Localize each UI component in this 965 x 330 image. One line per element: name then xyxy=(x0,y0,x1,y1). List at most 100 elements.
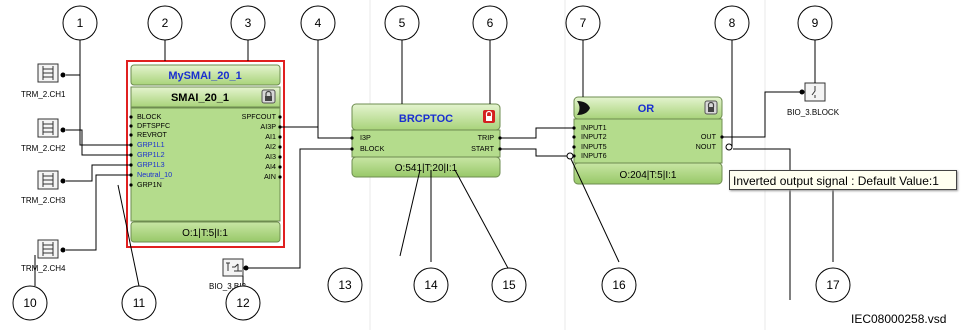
callout-2: 2 xyxy=(147,5,183,41)
document-id: IEC08000258.vsd xyxy=(851,312,947,326)
smai-input: GRP1L2 xyxy=(137,150,165,159)
svg-text:12: 12 xyxy=(236,296,250,310)
brcptoc-input: BLOCK xyxy=(360,144,385,153)
svg-text:4: 4 xyxy=(315,16,322,30)
svg-text:16: 16 xyxy=(612,278,626,292)
or-input: INPUT2 xyxy=(581,132,607,141)
binary-input-icon xyxy=(222,258,244,277)
smai-output: AIN xyxy=(264,172,276,181)
or-gate-icon xyxy=(577,101,590,115)
or-input: INPUT5 xyxy=(581,142,607,151)
smai-input: DFTSPFC xyxy=(137,121,170,130)
callouts: 1 2 3 4 5 6 7 8 9 10 11 12 13 14 15 16 1… xyxy=(12,5,851,321)
svg-text:11: 11 xyxy=(133,296,146,310)
or-output: OUT xyxy=(701,132,717,141)
trm-terminal[interactable]: TRM_2.CH3 xyxy=(21,170,66,205)
pin-tooltip: Inverted output signal : Default Value:1 xyxy=(729,170,957,190)
callout-11: 11 xyxy=(121,285,157,321)
brcptoc-output: TRIP xyxy=(478,133,495,142)
smai-input: GRP1N xyxy=(137,180,162,189)
lock-icon xyxy=(261,89,276,104)
callout-12: 12 xyxy=(225,285,261,321)
lock-icon xyxy=(704,100,718,115)
trm-terminal[interactable]: TRM_2.CH4 xyxy=(21,239,66,273)
callout-16: 16 xyxy=(601,267,637,303)
smai-input: GRP1L1 xyxy=(137,140,165,149)
callout-8: 8 xyxy=(714,5,750,41)
lock-icon xyxy=(483,110,495,123)
callout-9: 9 xyxy=(797,5,833,41)
callout-1: 1 xyxy=(62,5,98,41)
brcptoc-title: BRCPTOC xyxy=(399,113,453,125)
binary-output-icon xyxy=(804,82,826,102)
or-input: INPUT6 xyxy=(581,151,607,160)
callout-6: 6 xyxy=(472,5,508,41)
smai-output: AI3 xyxy=(265,152,276,161)
terminal-label: TRM_2.CH2 xyxy=(21,144,66,153)
svg-text:15: 15 xyxy=(502,278,516,292)
callout-4: 4 xyxy=(300,5,336,41)
smai-input: REVROT xyxy=(137,130,168,139)
terminal-label: BIO_3.BI2 xyxy=(209,282,246,291)
smai-input: BLOCK xyxy=(137,112,162,121)
leader-lines xyxy=(34,40,834,287)
callout-17: 17 xyxy=(815,267,851,303)
brcptoc-output: START xyxy=(471,144,495,153)
svg-text:8: 8 xyxy=(729,16,736,30)
smai-output: AI2 xyxy=(265,142,276,151)
terminal-icon xyxy=(37,170,59,190)
terminal-label: TRM_2.CH4 xyxy=(21,264,66,273)
smai-footer: O:1|T:5|I:1 xyxy=(182,228,228,239)
trm-terminal[interactable]: TRM_2.CH1 xyxy=(21,63,66,99)
smai-output: AI1 xyxy=(265,132,276,141)
bi2-terminal[interactable]: BIO_3.BI2 xyxy=(209,258,249,291)
smai-output: SPFCOUT xyxy=(242,112,277,121)
svg-text:13: 13 xyxy=(338,278,352,292)
brcptoc-input: I3P xyxy=(360,133,371,142)
smai-type-name: SMAI_20_1 xyxy=(171,92,229,104)
svg-text:3: 3 xyxy=(245,16,252,30)
or-block[interactable]: OR O:204|T:5|I:1 INPUT1 INPUT2 INPUT5 IN… xyxy=(572,96,724,185)
smai-instance-name: MySMAI_20_1 xyxy=(168,70,241,82)
callout-10: 10 xyxy=(12,285,48,321)
svg-text:6: 6 xyxy=(487,16,494,30)
smai-inputs: BLOCK DFTSPFC REVROT GRP1L1 GRP1L2 GRP1L… xyxy=(137,112,172,189)
terminal-icon xyxy=(37,239,59,259)
bio-block-terminal[interactable]: BIO_3.BLOCK xyxy=(787,82,840,117)
wires xyxy=(66,74,802,300)
svg-text:5: 5 xyxy=(399,16,406,30)
terminal-label: TRM_2.CH1 xyxy=(21,90,66,99)
brcptoc-footer: O:541|T:20|I:1 xyxy=(395,163,458,174)
svg-text:14: 14 xyxy=(424,278,438,292)
svg-text:17: 17 xyxy=(826,278,840,292)
svg-text:10: 10 xyxy=(23,296,37,310)
svg-text:2: 2 xyxy=(162,16,169,30)
or-output: NOUT xyxy=(696,142,717,151)
or-footer: O:204|T:5|I:1 xyxy=(620,170,677,181)
svg-text:1: 1 xyxy=(77,16,84,30)
terminal-label: BIO_3.BLOCK xyxy=(787,108,840,117)
smai-output: AI3P xyxy=(260,122,276,131)
smai-block[interactable]: MySMAI_20_1 SMAI_20_1 O:1|T:5|I:1 BLOCK … xyxy=(126,60,285,248)
trm-terminal[interactable]: TRM_2.CH2 xyxy=(21,118,66,153)
smai-outputs: SPFCOUT AI3P AI1 AI2 AI3 AI4 AIN xyxy=(242,112,277,181)
svg-text:9: 9 xyxy=(812,16,819,30)
terminal-label: TRM_2.CH3 xyxy=(21,196,66,205)
callout-13: 13 xyxy=(327,267,363,303)
brcptoc-block[interactable]: BRCPTOC O:541|T:20|I:1 I3P BLOCK TRIP ST… xyxy=(350,103,502,178)
callout-3: 3 xyxy=(230,5,266,41)
svg-text:7: 7 xyxy=(580,16,587,30)
callout-14: 14 xyxy=(413,267,449,303)
callout-15: 15 xyxy=(491,267,527,303)
or-input: INPUT1 xyxy=(581,123,607,132)
callout-5: 5 xyxy=(384,5,420,41)
terminal-icon xyxy=(37,63,59,83)
terminal-icon xyxy=(37,118,59,138)
smai-output-pins xyxy=(278,115,282,179)
smai-output: AI4 xyxy=(265,162,276,171)
or-title: OR xyxy=(638,103,655,115)
smai-input: GRP1L3 xyxy=(137,160,165,169)
callout-7: 7 xyxy=(565,5,601,41)
smai-input: Neutral_10 xyxy=(137,170,172,179)
